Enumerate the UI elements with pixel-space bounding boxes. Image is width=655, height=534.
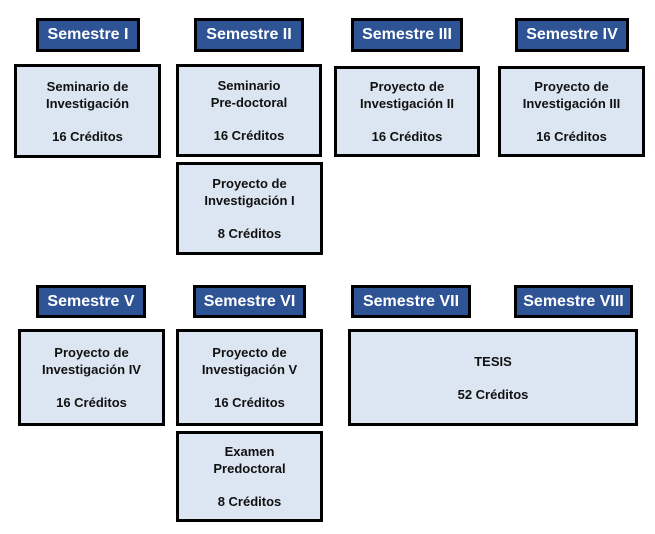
course-credits: 8 Créditos <box>217 226 282 241</box>
course-title: Proyecto de <box>212 345 287 360</box>
semester-header-8: Semestre VIII <box>514 285 633 318</box>
course-credits: 16 Créditos <box>214 395 285 410</box>
course-title: Examen <box>224 444 275 459</box>
course-box: Proyecto de Investigación I 8 Créditos <box>176 162 323 255</box>
course-title: Seminario <box>217 78 281 93</box>
semester-header-7: Semestre VII <box>351 285 471 318</box>
course-title: Seminario de <box>46 78 129 94</box>
course-title: Proyecto de <box>534 79 609 94</box>
course-title: Proyecto de <box>54 345 129 360</box>
course-title: Predoctoral <box>213 461 286 476</box>
course-credits: 52 Créditos <box>457 386 529 402</box>
course-credits: 16 Créditos <box>52 128 123 144</box>
course-box: Proyecto de Investigación II 16 Créditos <box>334 66 480 157</box>
semester-header-5: Semestre V <box>36 285 146 318</box>
course-title: Investigación V <box>201 362 298 377</box>
course-title: Pre-doctoral <box>210 95 288 110</box>
semester-header-6: Semestre VI <box>193 285 306 318</box>
course-title: Investigación III <box>522 96 621 111</box>
course-credits: 16 Créditos <box>371 129 443 144</box>
course-title: TESIS <box>474 353 512 369</box>
semester-header-4: Semestre IV <box>515 18 629 52</box>
thesis-box: TESIS 52 Créditos <box>348 329 638 426</box>
course-title: Investigación II <box>360 96 454 111</box>
course-title: Investigación I <box>204 193 295 208</box>
course-title: Proyecto de <box>212 176 287 191</box>
semester-header-3: Semestre III <box>351 18 463 52</box>
course-title: Investigación IV <box>42 362 141 377</box>
semester-header-2: Semestre II <box>194 18 304 52</box>
course-credits: 16 Créditos <box>56 395 127 410</box>
course-box: Proyecto de Investigación IV 16 Créditos <box>18 329 165 426</box>
course-credits: 8 Créditos <box>217 494 282 509</box>
semester-header-1: Semestre I <box>36 18 140 52</box>
course-box: Proyecto de Investigación III 16 Créditos <box>498 66 645 157</box>
course-title: Proyecto de <box>369 79 445 94</box>
course-title: Investigación <box>45 95 130 111</box>
course-credits: 16 Créditos <box>536 129 607 144</box>
course-credits: 16 Créditos <box>213 128 285 143</box>
course-box: Proyecto de Investigación V 16 Créditos <box>176 329 323 426</box>
